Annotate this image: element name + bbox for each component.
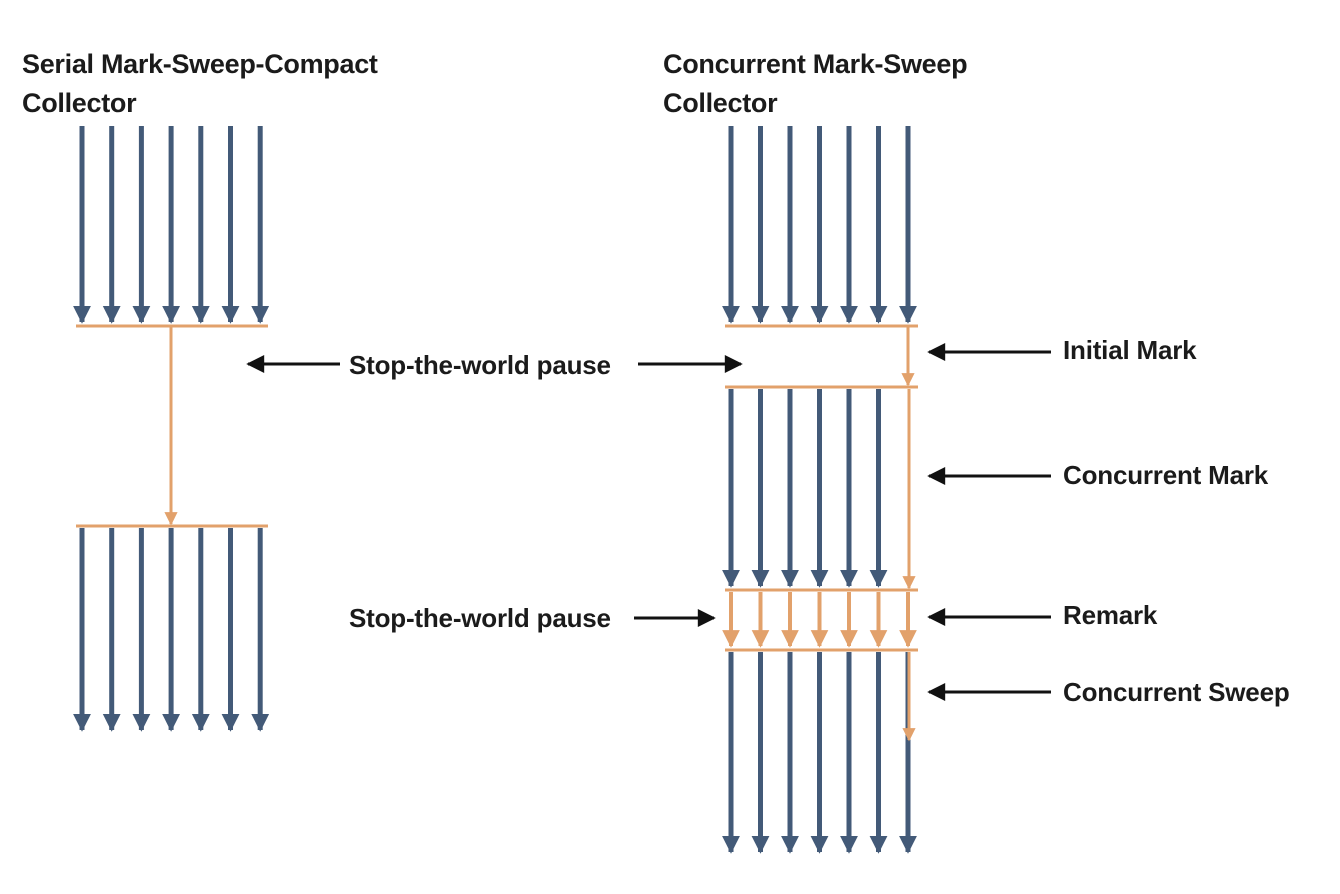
serial-collector-title-line2: Collector bbox=[22, 88, 137, 118]
concurrent-sweep-label: Concurrent Sweep bbox=[1063, 677, 1290, 707]
cms-remark-gc-threads bbox=[722, 592, 917, 648]
serial-app-threads-after bbox=[73, 528, 270, 732]
initial-mark-label: Initial Mark bbox=[1063, 335, 1197, 365]
cms-app-threads-after bbox=[722, 652, 917, 854]
cms-app-threads-before bbox=[722, 126, 917, 324]
serial-app-threads-before bbox=[73, 126, 270, 324]
cms-collector-title-line2: Collector bbox=[663, 88, 778, 118]
stop-the-world-label-top: Stop-the-world pause bbox=[349, 350, 611, 380]
remark-label: Remark bbox=[1063, 600, 1158, 630]
cms-app-threads-concurrent-mark bbox=[722, 389, 888, 588]
stop-the-world-label-bottom: Stop-the-world pause bbox=[349, 603, 611, 633]
serial-collector-title-line1: Serial Mark-Sweep-Compact bbox=[22, 49, 378, 79]
concurrent-mark-label: Concurrent Mark bbox=[1063, 460, 1269, 490]
cms-collector-title-line1: Concurrent Mark-Sweep bbox=[663, 49, 967, 79]
